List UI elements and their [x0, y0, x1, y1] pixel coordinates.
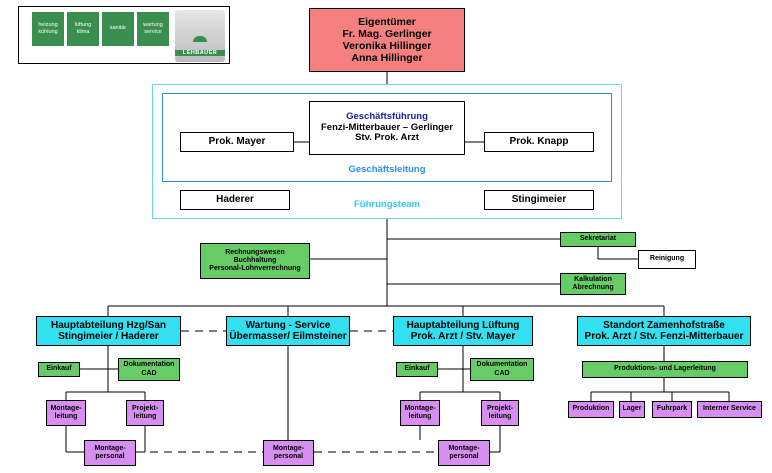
- dept-lead: Stingimeier / Haderer: [58, 331, 159, 342]
- management-line: Fenzi-Mitterbauer – Gerlinger: [321, 121, 453, 133]
- hzg-montagepersonal-box: Montage- personal: [84, 440, 136, 466]
- owners-box: Eigentümer Fr. Mag. Gerlinger Veronika H…: [309, 8, 465, 72]
- accounting-box: Rechnungswesen Buchhaltung Personal-Lohn…: [200, 243, 310, 279]
- team-left-label: Haderer: [216, 194, 254, 206]
- team-left-box: Haderer: [180, 190, 290, 210]
- team-right-box: Stingimeier: [484, 190, 594, 210]
- montageleitung-line: leitung: [54, 413, 78, 420]
- lueftung-doku-box: Dokumentation CAD: [470, 358, 534, 381]
- owner-name: Veronika Hillinger: [342, 40, 432, 52]
- prok-right-box: Prok. Knapp: [484, 132, 594, 152]
- lueftung-projektleitung-box: Projekt- leitung: [481, 400, 519, 426]
- einkauf-label: Einkauf: [404, 365, 430, 373]
- doku-line: Dokumentation: [476, 361, 528, 369]
- prok-left-box: Prok. Mayer: [180, 132, 294, 152]
- fuehrungsteam-frame: [152, 84, 622, 219]
- secretariat-label: Sekretariat: [579, 235, 617, 243]
- standort-leitung-label: Produktions- und Lagerleitung: [614, 365, 716, 373]
- management-line: Stv. Prok. Arzt: [355, 132, 419, 144]
- dept-lead: Prok. Arzt / Stv. Mayer: [410, 331, 516, 342]
- dept-lead: Übermasser/ Eilmsteiner: [229, 331, 347, 342]
- doku-line: CAD: [494, 369, 510, 377]
- hzg-doku-box: Dokumentation CAD: [118, 358, 180, 381]
- dept-lueftung-box: Hauptabteilung Lüftung Prok. Arzt / Stv.…: [393, 316, 533, 346]
- montagepersonal-line: Montage-: [272, 444, 305, 452]
- unit-label: Fuhrpark: [656, 405, 688, 413]
- projektleitung-line: Projekt-: [486, 404, 514, 412]
- cleaning-box: Reinigung: [638, 250, 696, 269]
- brand-logo-text: LEHBAUER: [175, 50, 225, 56]
- standort-unit-interner-service: Interner Service: [697, 401, 762, 418]
- projektleitung-line: leitung: [133, 413, 157, 420]
- unit-label: Produktion: [572, 405, 610, 413]
- brand-logo-mark-icon: [193, 36, 207, 42]
- montageleitung-line: Montage-: [50, 404, 82, 412]
- service-montagepersonal-box: Montage- personal: [263, 440, 314, 466]
- team-right-label: Stingimeier: [511, 194, 567, 206]
- owner-name: Anna Hillinger: [351, 52, 423, 65]
- dept-service-box: Wartung - Service Übermasser/ Eilmsteine…: [226, 316, 350, 346]
- accounting-line: Personal-Lohnverrechnung: [209, 265, 301, 273]
- dept-title: Standort Zamenhofstraße: [603, 319, 725, 331]
- unit-label: Lager: [622, 405, 642, 413]
- montagepersonal-line: personal: [449, 453, 479, 460]
- owner-name: Fr. Mag. Gerlinger: [342, 27, 432, 40]
- geschaeftsleitung-label: Geschäftsleitung: [348, 164, 426, 175]
- logo-cell-sanitary: sanitär: [102, 12, 134, 46]
- einkauf-label: Einkauf: [46, 365, 72, 373]
- montagepersonal-line: Montage-: [448, 444, 480, 452]
- standort-unit-produktion: Produktion: [568, 401, 614, 418]
- hzg-einkauf-box: Einkauf: [38, 362, 80, 377]
- management-box: Geschäftsführung Fenzi-Mitterbauer – Ger…: [309, 101, 465, 155]
- fuehrungsteam-label: Führungsteam: [354, 199, 420, 210]
- calculation-line: Kalkulation: [574, 275, 612, 283]
- montagepersonal-line: personal: [95, 453, 125, 460]
- lueftung-montagepersonal-box: Montage- personal: [438, 440, 490, 466]
- lueftung-einkauf-box: Einkauf: [396, 362, 438, 377]
- owners-title: Eigentümer: [358, 15, 416, 28]
- montagepersonal-line: personal: [273, 453, 304, 460]
- montageleitung-line: Montage-: [404, 404, 436, 412]
- projektleitung-line: leitung: [488, 413, 512, 420]
- accounting-line: Buchhaltung: [233, 256, 277, 264]
- accounting-line: Rechnungswesen: [225, 248, 285, 256]
- cleaning-label: Reinigung: [649, 255, 685, 263]
- secretariat-box: Sekretariat: [560, 232, 636, 247]
- doku-line: Dokumentation: [123, 361, 175, 369]
- dept-title: Wartung - Service: [245, 319, 331, 331]
- dept-title: Hauptabteilung Hzg/San: [51, 319, 166, 331]
- projektleitung-line: Projekt-: [131, 404, 159, 412]
- dept-hzg-box: Hauptabteilung Hzg/San Stingimeier / Had…: [36, 316, 181, 346]
- doku-line: CAD: [141, 369, 157, 377]
- geschaeftsleitung-frame: [162, 93, 612, 182]
- hzg-montageleitung-box: Montage- leitung: [46, 400, 86, 426]
- hzg-projektleitung-box: Projekt- leitung: [126, 400, 164, 426]
- dept-title: Hauptabteilung Lüftung: [406, 319, 520, 331]
- brand-logo: LEHBAUER: [175, 10, 225, 62]
- standort-leitung-box: Produktions- und Lagerleitung: [582, 361, 748, 378]
- management-title: Geschäftsführung: [346, 110, 428, 122]
- calculation-line: Abrechnung: [572, 284, 614, 291]
- standort-unit-fuhrpark: Fuhrpark: [652, 401, 692, 418]
- dept-lead: Prok. Arzt / Stv. Fenzi-Mitterbauer: [584, 331, 744, 342]
- prok-left-label: Prok. Mayer: [208, 136, 266, 148]
- unit-label: Interner Service: [703, 405, 756, 413]
- dept-standort-box: Standort Zamenhofstraße Prok. Arzt / Stv…: [577, 316, 751, 346]
- montagepersonal-line: Montage-: [94, 444, 126, 452]
- montageleitung-line: leitung: [408, 413, 432, 420]
- lueftung-montageleitung-box: Montage- leitung: [400, 400, 440, 426]
- prok-right-label: Prok. Knapp: [509, 136, 569, 148]
- calculation-box: Kalkulation Abrechnung: [560, 273, 626, 295]
- standort-unit-lager: Lager: [619, 401, 645, 418]
